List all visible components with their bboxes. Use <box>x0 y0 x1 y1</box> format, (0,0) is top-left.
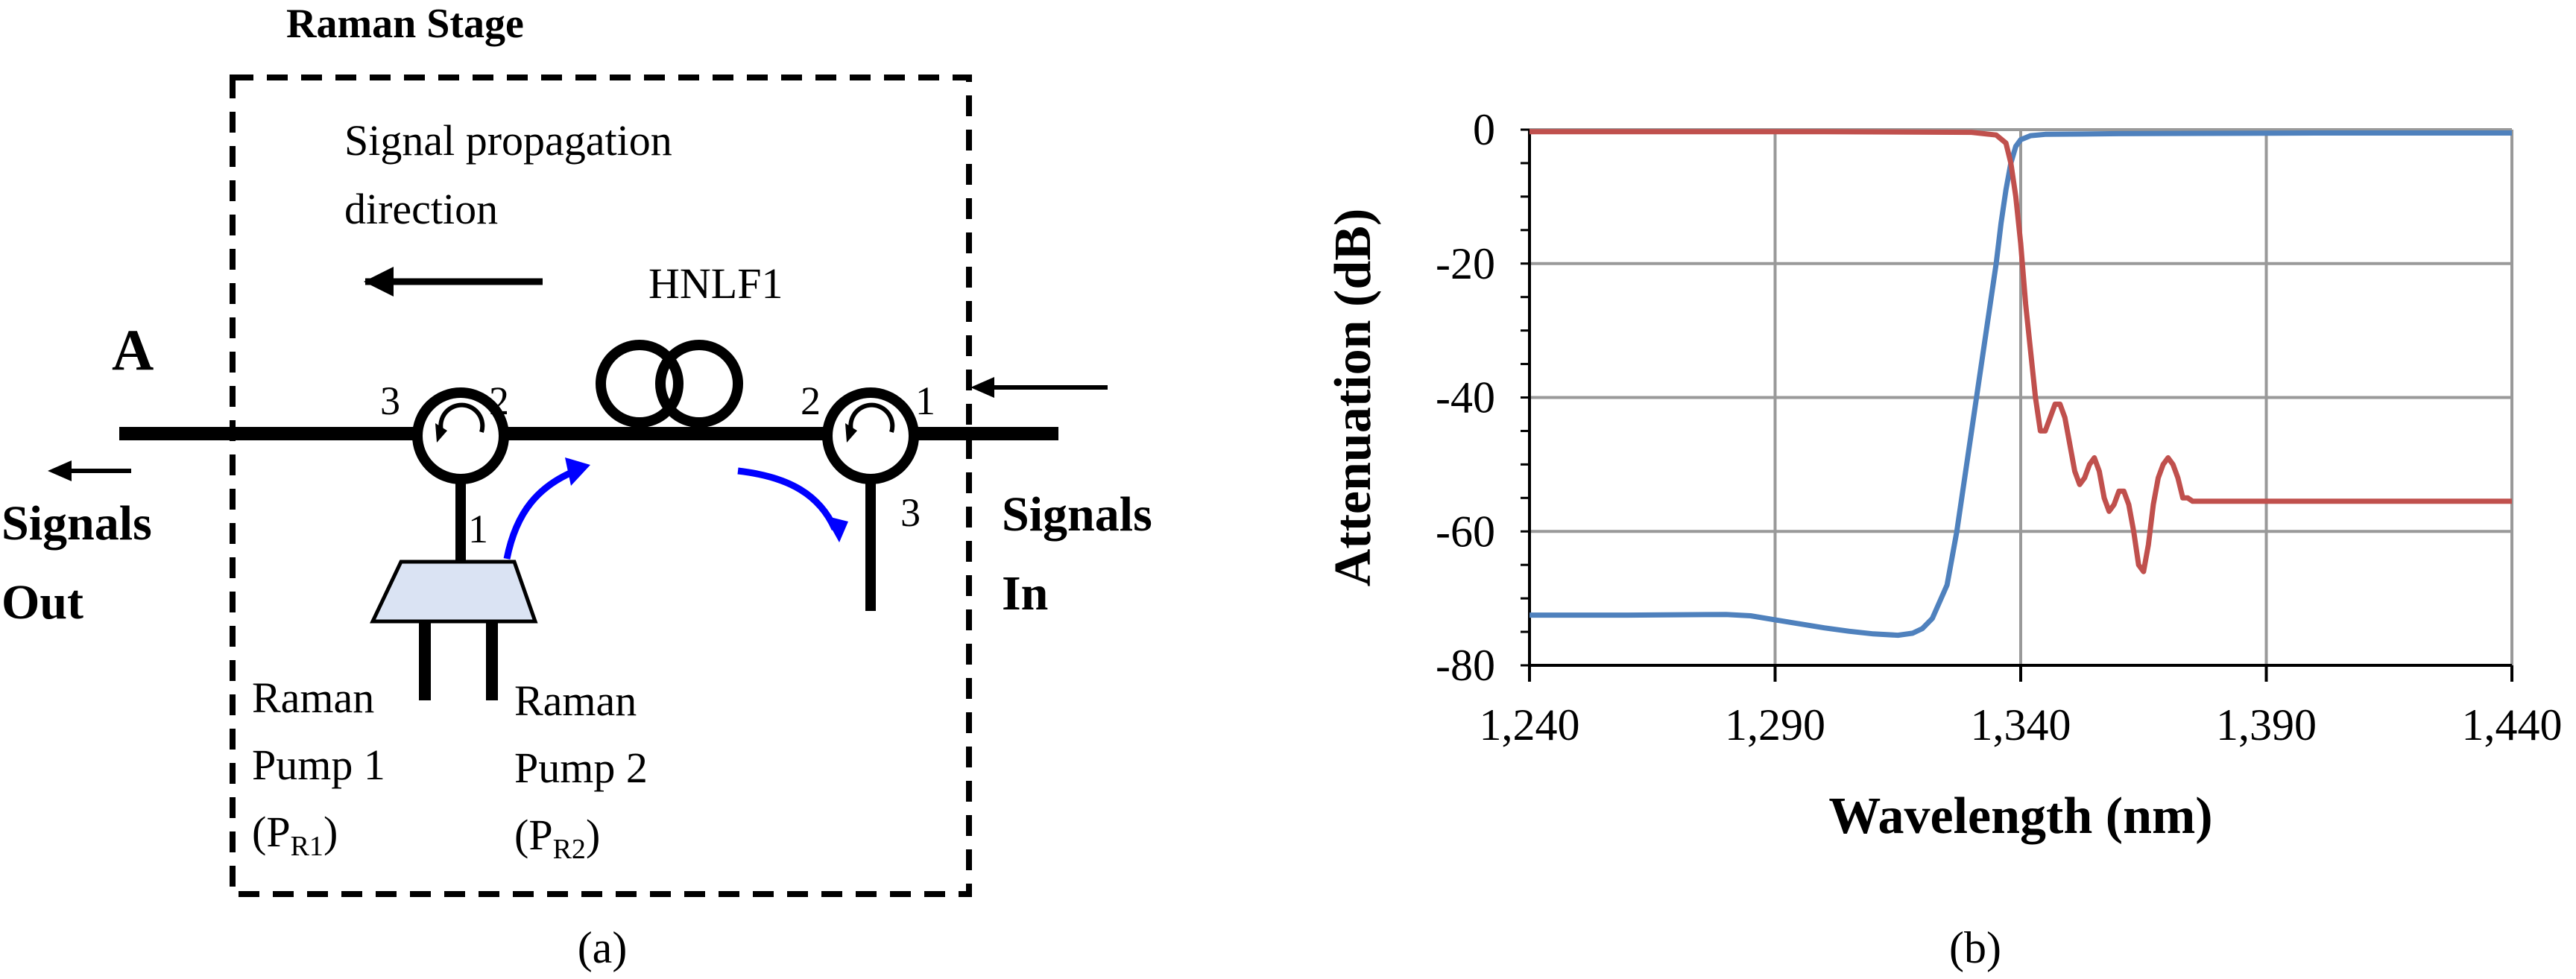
raman-stage-box <box>230 75 972 897</box>
x-tick-label: 1,390 <box>2216 700 2317 750</box>
pump2-symbol: (PR2) <box>514 811 600 865</box>
series-line-1 <box>1530 130 2512 639</box>
pump1-symbol: (PR1) <box>252 808 338 862</box>
pump-combiner <box>370 560 538 624</box>
propagation-label-line1: Signal propagation <box>344 116 672 165</box>
signals-in-line1: Signals <box>1002 487 1152 542</box>
panel-a: Raman Stage Signal propagation direction… <box>1 1 1152 972</box>
series-line-2 <box>1530 129 2512 574</box>
fiber-coil <box>596 340 743 428</box>
x-axis-label: Wavelength (nm) <box>1828 788 2212 845</box>
circ-right-port1: 1 <box>915 378 935 423</box>
circulator-right <box>822 387 919 611</box>
chart-grid <box>1530 128 2513 665</box>
x-tick-label: 1,290 <box>1725 700 1825 750</box>
chart-axes <box>1521 128 2513 682</box>
circ-right-port3: 3 <box>900 490 921 535</box>
pump1-label-line2: Pump 1 <box>252 741 385 789</box>
y-tick-label: 0 <box>1473 105 1495 154</box>
signals-in-arrow-head <box>970 377 994 398</box>
panel-b-chart: 0 -20 -40 -60 -80 1,240 1,290 1,340 1,390 1,440 W… <box>1325 105 2563 972</box>
signals-out-line1: Signals <box>1 496 152 551</box>
y-tick-label: -80 <box>1436 641 1495 690</box>
chart-tick-labels: 0 -20 -40 -60 -80 1,240 1,290 1,340 1,390 1,440 <box>1436 105 2562 750</box>
propagation-label-line2: direction <box>344 185 498 233</box>
x-tick-label: 1,440 <box>2462 700 2563 750</box>
pump-drop-arrow-head <box>824 516 848 542</box>
circ-right-port2: 2 <box>801 378 821 423</box>
node-a-label: A <box>112 317 154 382</box>
signals-out-line2: Out <box>1 575 83 630</box>
y-tick-label: -20 <box>1436 239 1495 288</box>
y-axis-label: Attenuation (dB) <box>1325 209 1382 587</box>
x-tick-label: 1,340 <box>1971 700 2071 750</box>
fiber-label: HNLF1 <box>648 259 783 308</box>
caption-a: (a) <box>578 923 628 972</box>
x-tick-label: 1,240 <box>1480 700 1580 750</box>
pump-drop-arrow <box>737 467 839 530</box>
pump2-label-line1: Raman <box>514 677 637 725</box>
circ-left-port1: 1 <box>468 507 488 551</box>
propagation-arrow-head <box>364 267 394 297</box>
circ-left-port2: 2 <box>489 378 509 423</box>
pump2-label-line2: Pump 2 <box>514 744 648 792</box>
pump-launch-arrow <box>503 464 584 560</box>
chart-series <box>1530 129 2512 639</box>
pump-launch-arrow-head <box>565 457 590 486</box>
y-tick-label: -40 <box>1436 373 1495 422</box>
circ-left-port3: 3 <box>380 378 400 423</box>
caption-b: (b) <box>1949 923 2001 972</box>
signals-out-arrow-head <box>48 460 72 481</box>
stage-title: Raman Stage <box>286 1 524 47</box>
signals-in-line2: In <box>1002 566 1048 621</box>
pump1-label-line1: Raman <box>252 674 374 722</box>
y-tick-label: -60 <box>1436 507 1495 556</box>
circulator-left <box>412 387 509 566</box>
